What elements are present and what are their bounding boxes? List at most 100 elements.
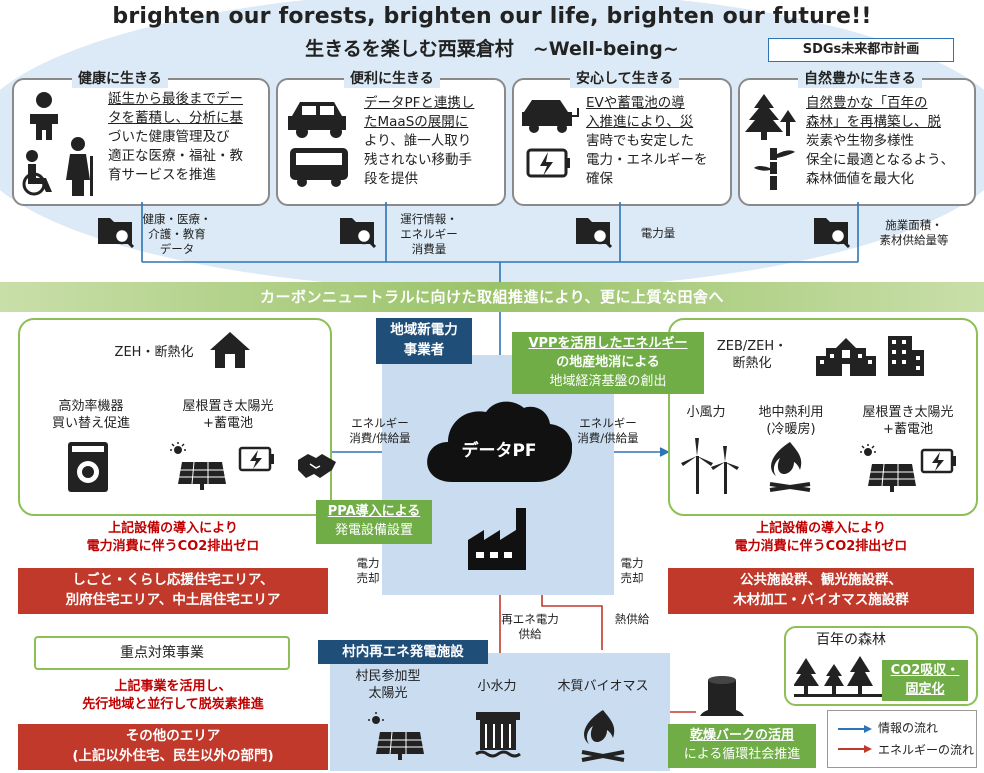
line: による循環社会推進 [683, 747, 801, 762]
line: エネルギー [400, 227, 458, 241]
biomass-label: 木質バイオマス [557, 679, 649, 694]
zeb-label: ZEB/ZEH・ 断熱化 [710, 338, 794, 372]
ev-battery-icon [522, 100, 579, 178]
wind-label: 小風力 [686, 405, 726, 420]
line: 運行情報・ [400, 212, 458, 226]
category-health-box [12, 78, 270, 206]
category-health-text: 誕生から最後までデー タを蓄積し、分析に基 づいた健康管理及び 適正な医療・福祉… [108, 90, 262, 185]
line: 発電設備設置 [334, 523, 413, 538]
line: 電力・エネルギーを [586, 152, 708, 168]
line: PPA導入による [327, 504, 421, 519]
utility-label: 地域新電力 事業者 [376, 318, 472, 364]
line: 木材加工・バイオマス施設群 [733, 592, 909, 608]
line: 上記設備の導入により [756, 521, 886, 536]
vpp-label: VPPを活用したエネルギー の地産地消による 地域経済基盤の創出 [512, 332, 704, 394]
legend: 情報の流れ エネルギーの流れ [827, 710, 977, 768]
line: しごと・くらし応援住宅エリア、 [72, 572, 274, 588]
left-area-band: しごと・くらし応援住宅エリア、 別府住宅エリア、中土居住宅エリア [18, 568, 328, 614]
line: データ [159, 242, 195, 256]
line: 村民参加型 [355, 669, 421, 684]
category-convenience-title: 便利に生きる [344, 68, 440, 88]
line: 誕生から最後までデー [108, 91, 243, 107]
line: 健康・医療・ [142, 212, 212, 226]
hydro-label: 小水力 [477, 679, 517, 694]
right-area-band: 公共施設群、観光施設群、 木材加工・バイオマス施設群 [668, 568, 974, 614]
page-subtitle: 生きるを楽しむ西粟倉村 ~Well-being~ [305, 38, 679, 60]
line: 森林」を再構築し、脱 [806, 114, 941, 130]
category-safety-text: EVや蓄電池の導 入推進により、災 害時でも安定した 電力・エネルギーを 確保 [586, 94, 726, 189]
citizen-solar-label: 村民参加型 太陽光 [340, 668, 436, 702]
legend-info-label: 情報の流れ [878, 721, 939, 735]
line: 消費/供給量 [577, 431, 639, 445]
line: 施業面積・ [885, 218, 943, 232]
line: 断熱化 [732, 356, 772, 371]
wind-turbine-icon [681, 438, 739, 494]
advance-decarbon-text: 上記事業を活用し、 先行地域と並行して脱炭素推進 [18, 678, 328, 714]
line: 高効率機器 [58, 399, 124, 414]
category-safety-box [512, 78, 732, 206]
line: の地産地消による [556, 355, 660, 370]
line: 地中熱利用 [758, 405, 824, 420]
line: +蓄電池 [203, 416, 253, 431]
washing-machine-icon [68, 442, 108, 492]
line: 上記事業を活用し、 [114, 679, 232, 694]
line: その他のエリア [125, 728, 221, 744]
line: 売却 [356, 571, 380, 585]
category-convenience-text: データPFと連携し たMaaSの展開に より、誰一人取り 残されない移動手 段を… [364, 94, 498, 189]
line: 育サービスを推進 [108, 167, 216, 183]
factory-icon [468, 508, 526, 570]
data-label-safety: 電力量 [628, 226, 688, 241]
folder-search-icon [340, 218, 377, 248]
car-bus-icon [288, 102, 348, 187]
data-pf-label: データPF [461, 441, 537, 461]
carbon-neutral-band: カーボンニュートラルに向けた取組推進により、更に上質な田舎へ [0, 282, 984, 312]
bark-reuse-label: 乾燥バークの活用 による循環社会推進 [668, 724, 816, 768]
line: (上記以外住宅、民生以外の部門) [72, 748, 274, 764]
fire-icon [769, 442, 811, 492]
tree-stump-icon [700, 676, 744, 716]
forest-icon [794, 656, 884, 697]
ppa-label: PPA導入による 発電設備設置 [316, 500, 432, 544]
solar-panel-icon [860, 444, 916, 492]
right-solar-label: 屋根置き太陽光 +蓄電池 [846, 404, 970, 438]
solar-panel-icon [170, 442, 226, 490]
legend-energy-label: エネルギーの流れ [878, 743, 975, 757]
line: 森林価値を最大化 [806, 171, 914, 187]
line: 地域経済基盤の創出 [549, 374, 667, 389]
line: 消費/供給量 [349, 431, 411, 445]
zeh-label: ZEH・断熱化 [114, 345, 194, 360]
left-sell-label: 電力 売却 [340, 556, 396, 586]
forest-title: 百年の森林 [816, 632, 886, 648]
left-flow-label: エネルギー 消費/供給量 [342, 416, 418, 446]
solar-panel-icon [368, 712, 424, 760]
line: 再エネ電力 [501, 612, 559, 626]
line: 供給 [518, 627, 542, 641]
line: 害時でも安定した [586, 133, 694, 149]
right-zero-emission-text: 上記設備の導入により 電力消費に伴うCO2排出ゼロ [668, 520, 974, 556]
line: タを蓄積し、分析に基 [108, 110, 243, 126]
page-title: brighten our forests, brighten our life,… [112, 4, 872, 29]
category-health-title: 健康に生きる [72, 68, 168, 88]
right-flow-label: エネルギー 消費/供給量 [570, 416, 646, 446]
house-icon [210, 332, 250, 368]
category-safety-title: 安心して生きる [570, 68, 680, 88]
line: 屋根置き太陽光 [862, 405, 954, 420]
line: 売却 [620, 571, 644, 585]
line: 電力 [620, 556, 644, 570]
data-label-health: 健康・医療・ 介護・教育 データ [142, 212, 212, 257]
line: 残されない移動手 [364, 152, 472, 168]
renewable-supply-label: 再エネ電力 供給 [494, 612, 566, 642]
band-text: カーボンニュートラルに向けた取組推進により、更に上質な田舎へ [259, 288, 725, 306]
folder-search-icon [576, 218, 613, 248]
cloud-icon [427, 401, 572, 482]
data-label-convenience: 運行情報・ エネルギー 消費量 [392, 212, 466, 257]
handshake-icon [298, 454, 336, 478]
right-sell-label: 電力 売却 [604, 556, 660, 586]
line: 電力消費に伴うCO2排出ゼロ [86, 539, 260, 554]
left-zero-emission-text: 上記設備の導入により 電力消費に伴うCO2排出ゼロ [18, 520, 328, 556]
folder-search-icon [814, 218, 851, 248]
line: 電力 [356, 556, 380, 570]
line: 先行地域と並行して脱炭素推進 [82, 697, 264, 712]
tree-bamboo-icon [745, 94, 796, 190]
legend-arrows [838, 725, 872, 753]
